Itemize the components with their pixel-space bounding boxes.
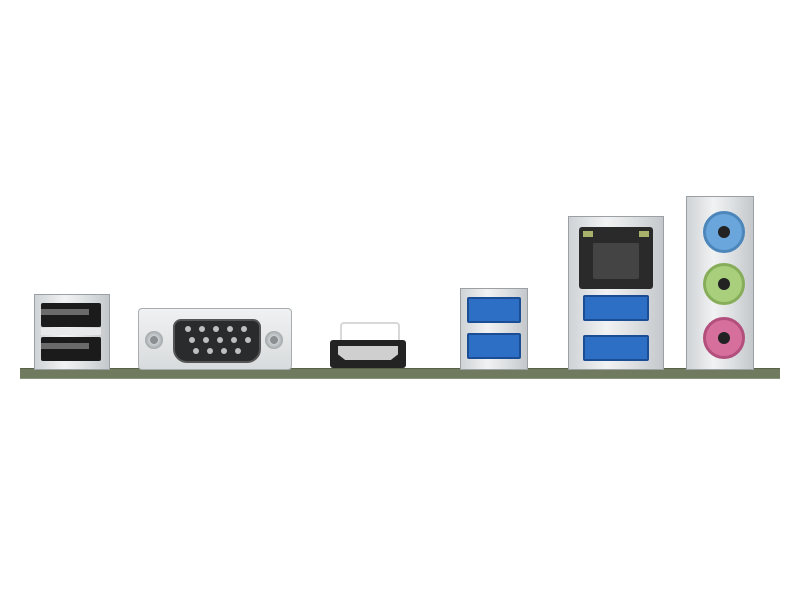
hdmi-latch [340, 322, 400, 342]
audio-jack-icon [686, 196, 754, 370]
usb-3-slot-top [467, 297, 521, 323]
combo-usb-3-bottom [583, 335, 649, 361]
usb-3-icon [460, 288, 528, 370]
usb-2-icon [34, 294, 110, 370]
rj45-socket [579, 227, 653, 289]
vga-screw-left [145, 331, 163, 349]
hdmi-inner [338, 346, 398, 360]
usb-2-slot-top [41, 303, 101, 327]
usb-2-slot-bottom [41, 337, 101, 361]
ethernet-port-icon [568, 216, 664, 370]
usb-2-divider [41, 328, 101, 335]
audio-mic-jack [703, 317, 745, 359]
hdmi-port-icon [330, 340, 406, 368]
vga-port-icon [138, 308, 292, 370]
audio-line-in-jack [703, 211, 745, 253]
audio-line-out-jack [703, 263, 745, 305]
vga-d-sub [173, 319, 261, 363]
pcb-edge [20, 368, 780, 379]
vga-screw-right [265, 331, 283, 349]
usb-2-tongue-top [41, 309, 89, 315]
combo-usb-3-top [583, 295, 649, 321]
usb-3-slot-bottom [467, 333, 521, 359]
usb-2-tongue-bottom [41, 343, 89, 349]
